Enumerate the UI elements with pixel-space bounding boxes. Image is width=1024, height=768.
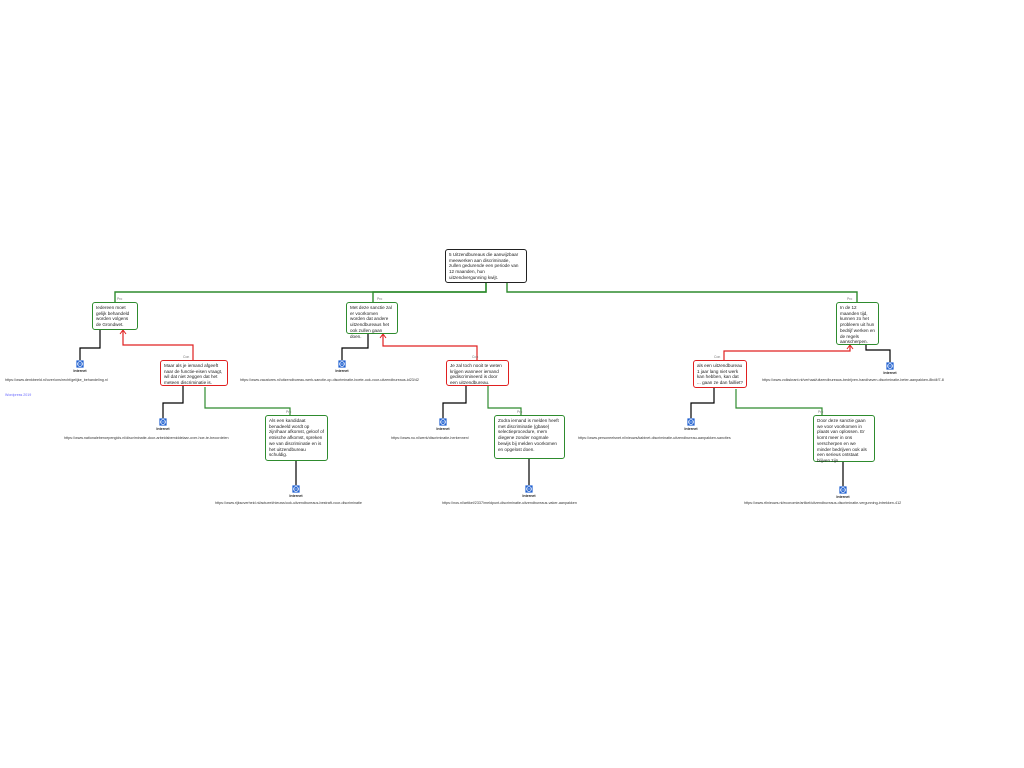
con2-text: Je zal toch nooit te weten krijgen wanne…	[450, 363, 502, 386]
source-1[interactable]: Internet	[50, 360, 110, 373]
source-2-url[interactable]: https://www.vacatures.nl/uitzendbureau-w…	[240, 378, 419, 382]
pro4-text: Als een kandidaat benadeeld wordt op zij…	[269, 418, 324, 458]
source-4[interactable]: Internet	[133, 418, 193, 431]
source-4-url[interactable]: https://www.nationaleberoepengids.nl/dis…	[64, 436, 229, 440]
source-7[interactable]: Internet	[266, 485, 326, 498]
source-3-url[interactable]: https://www.volkskrant.nl/verhaal/uitzen…	[762, 378, 944, 382]
con-argument-3[interactable]: als een uitzendbureau 1 jaar lang niet w…	[693, 360, 747, 388]
source-4-label: Internet	[156, 427, 170, 431]
edge-pro1-src1	[79, 330, 101, 360]
internet-icon	[76, 360, 84, 368]
pro1-text: Iedereen moet gelijk behandeld worden vo…	[96, 305, 130, 328]
pro3-text: In de 12 maanden tijd, kunnen zo het pro…	[840, 305, 875, 345]
source-2-label: Internet	[335, 369, 349, 373]
pro-argument-4[interactable]: Als een kandidaat benadeeld wordt op zij…	[265, 415, 328, 461]
source-9-label: Internet	[836, 495, 850, 499]
con3-text: als een uitzendbureau 1 jaar lang niet w…	[697, 363, 743, 386]
con3-arrowhead	[846, 344, 854, 350]
edge-root-pro3	[506, 283, 858, 302]
internet-icon	[525, 485, 533, 493]
con2-arrowhead	[379, 333, 387, 339]
internet-icon	[687, 418, 695, 426]
edge-con3-src6	[690, 388, 715, 418]
pro-argument-6[interactable]: Door deze sanctie gaan we voor voorkomen…	[813, 415, 875, 464]
source-6-url[interactable]: https://www.personeelsnet.nl/nieuws/kabi…	[578, 436, 731, 440]
edge-con3-pro3	[723, 346, 851, 360]
source-7-url[interactable]: https://www.rijksoverheid.nl/actueel/nie…	[215, 501, 362, 505]
source-1-url[interactable]: https://www.denkbeeld.nl/over/ons/recht/…	[5, 378, 108, 382]
root-claim-text: 5 Uitzendbureaus die aanwijzbaar meewerk…	[449, 252, 519, 280]
pro-argument-1[interactable]: Iedereen moet gelijk behandeld worden vo…	[92, 302, 138, 330]
pro2-text: Met deze sanctie zal er voorkomen worden…	[350, 305, 392, 339]
edge-pro2-src2	[341, 334, 369, 360]
source-7-label: Internet	[289, 494, 303, 498]
internet-icon	[439, 418, 447, 426]
edge-con1-src4	[162, 386, 184, 418]
source-6[interactable]: Internet	[661, 418, 721, 431]
edge-pro3-src3	[865, 345, 891, 362]
edge-con1-pro1	[122, 331, 194, 360]
pro1-tag: Pro	[117, 297, 123, 301]
source-5-url[interactable]: https://www.nu.nl/werk/discriminatie-her…	[391, 436, 469, 440]
internet-icon	[886, 362, 894, 370]
source-8-label: Internet	[522, 494, 536, 498]
root-claim[interactable]: 5 Uitzendbureaus die aanwijzbaar meewerk…	[445, 249, 527, 283]
source-5[interactable]: Internet	[413, 418, 473, 431]
con2-tag: Con	[472, 355, 479, 359]
edge-pro5-con2	[487, 386, 522, 415]
pro6-tag: Pro	[818, 410, 824, 414]
con-argument-2[interactable]: Je zal toch nooit te weten krijgen wanne…	[446, 360, 509, 386]
watermark: Wordpress 2019	[5, 393, 32, 397]
con-argument-1[interactable]: Maar als je iemand afgeeft naar de funct…	[160, 360, 228, 386]
edge-con2-src5	[442, 385, 467, 418]
con3-tag: Con	[714, 355, 721, 359]
source-6-label: Internet	[684, 427, 698, 431]
pro-argument-2[interactable]: Met deze sanctie zal er voorkomen worden…	[346, 302, 398, 339]
internet-icon	[159, 418, 167, 426]
pro4-tag: Pro	[286, 410, 292, 414]
pro5-text: Zodra iemand is melden heeft met discrim…	[498, 418, 559, 452]
edge-pro6-con3	[735, 389, 823, 415]
pro2-tag: Pro	[377, 297, 383, 301]
internet-icon	[292, 485, 300, 493]
con1-tag: Con	[183, 355, 190, 359]
source-5-label: Internet	[436, 427, 450, 431]
pro6-text: Door deze sanctie gaan we voor voorkomen…	[817, 418, 867, 464]
pro-argument-5[interactable]: Zodra iemand is melden heeft met discrim…	[494, 415, 565, 459]
pro3-tag: Pro	[847, 297, 853, 301]
internet-icon	[839, 486, 847, 494]
pro-argument-3[interactable]: In de 12 maanden tijd, kunnen zo het pro…	[836, 302, 879, 345]
con1-arrowhead	[119, 329, 127, 335]
pro5-tag: Pro	[517, 410, 523, 414]
edge-pro4-con1	[204, 387, 291, 415]
source-3-label: Internet	[883, 371, 897, 375]
con1-text: Maar als je iemand afgeeft naar de funct…	[164, 363, 223, 386]
source-1-label: Internet	[73, 369, 87, 373]
edge-root-pro2	[372, 283, 487, 302]
source-8[interactable]: Internet	[499, 485, 559, 498]
source-8-url[interactable]: https://nos.nl/artikel/2337/meldpunt-dis…	[442, 501, 577, 505]
internet-icon	[338, 360, 346, 368]
edge-con2-pro2	[382, 335, 478, 360]
source-9-url[interactable]: https://www.rtlnieuws.nl/economie/artike…	[744, 501, 902, 505]
source-2[interactable]: Internet	[312, 360, 372, 373]
source-3[interactable]: Internet	[860, 362, 920, 375]
source-9[interactable]: Internet	[813, 486, 873, 499]
